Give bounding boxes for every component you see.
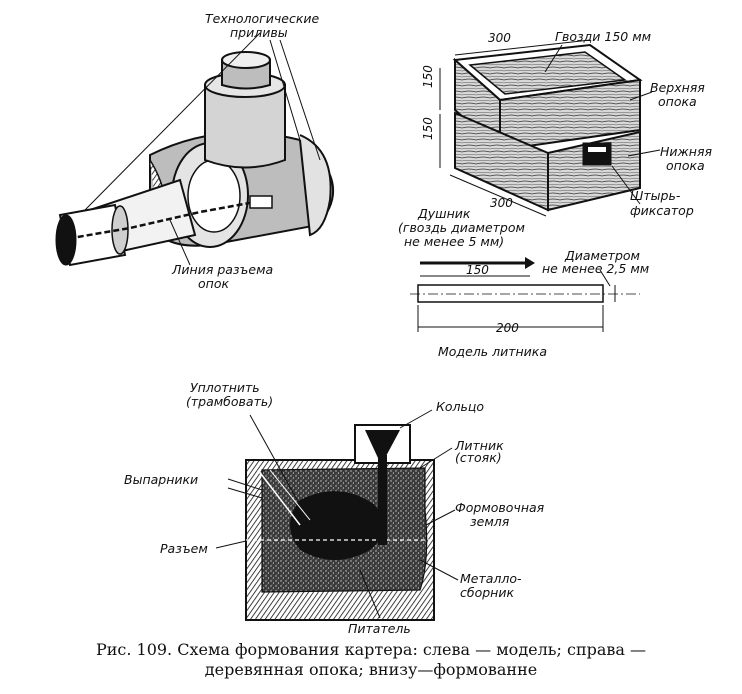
label-molding-sand-2: земля [470, 514, 510, 529]
dim-flask-h1: 150 [421, 65, 435, 88]
figure-caption: Рис. 109. Схема формования картера: слев… [40, 640, 702, 680]
label-tech-prilivy-1: Технологические [205, 11, 319, 26]
sprue-channel [378, 455, 387, 545]
label-ring: Кольцо [436, 399, 484, 414]
sprue-model-drawing [410, 257, 640, 332]
caption-line-1: Рис. 109. Схема формования картера: слев… [95, 640, 647, 659]
label-pin-1: Штырь- [630, 188, 681, 203]
label-parting-line-2: опок [198, 276, 229, 291]
dim-sprue-200: 200 [496, 321, 519, 335]
label-metal-collector-2: сборник [460, 585, 514, 600]
label-vent-3: не менее 5 мм) [404, 234, 504, 249]
locating-pin [582, 142, 612, 166]
caption-line-2: деревянная опока; внизу—формованне [204, 660, 538, 679]
label-tech-prilivy-2: приливы [230, 25, 288, 40]
label-sprue-1: Литник [454, 438, 504, 453]
label-molding-sand-1: Формовочная [455, 500, 545, 515]
label-pin-2: фиксатор [630, 203, 694, 218]
label-lower-flask-2: опока [666, 158, 705, 173]
model-vertical-boss [204, 84, 286, 169]
label-compact-2: (трамбовать) [186, 394, 273, 409]
label-parting-line-1: Линия разъема [171, 262, 273, 277]
label-lower-flask-1: Нижняя [660, 144, 712, 159]
label-parting: Разъем [160, 541, 208, 556]
label-vent-2: (гвоздь диаметром [398, 220, 525, 235]
label-diameter-1: Диаметром [564, 248, 640, 263]
wooden-flask-drawing [439, 39, 661, 217]
crankcase-model-drawing [55, 32, 334, 267]
label-compact-1: Уплотнить [190, 380, 260, 395]
label-metal-collector-1: Металло- [460, 571, 522, 586]
label-vents: Выпарники [124, 472, 198, 487]
dim-flask-top: 300 [488, 31, 511, 45]
sprue-rod [417, 284, 604, 303]
label-feeder: Питатель [348, 621, 411, 636]
dim-flask-h2: 150 [421, 117, 435, 140]
label-upper-flask-2: опока [658, 94, 697, 109]
molding-section-drawing [215, 409, 459, 621]
label-vent-1: Душник [417, 206, 471, 221]
label-sprue-2: (стояк) [455, 450, 502, 465]
label-diameter-2: не менее 2,5 мм [542, 261, 649, 276]
label-upper-flask-1: Верхняя [650, 80, 705, 95]
dim-flask-bottom: 300 [490, 196, 513, 210]
label-nails: Гвозди 150 мм [555, 29, 651, 44]
dim-sprue-150: 150 [466, 263, 489, 277]
label-sprue-title: Модель литника [438, 344, 547, 359]
